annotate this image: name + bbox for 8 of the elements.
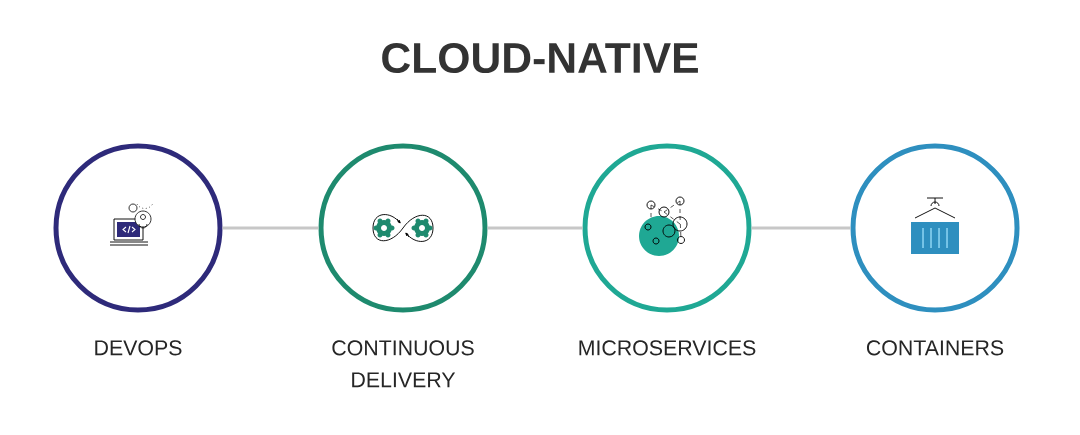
node-label: CONTINUOUS DELIVERY bbox=[332, 340, 474, 388]
connector-line bbox=[487, 226, 583, 230]
connector-line bbox=[751, 226, 851, 230]
node-label: DEVOPS bbox=[95, 340, 182, 356]
connector-line bbox=[222, 226, 319, 230]
title: CLOUD-NATIVE bbox=[382, 42, 698, 74]
node-label: CONTAINERS bbox=[866, 340, 1004, 356]
node-label: MICROSERVICES bbox=[579, 340, 756, 356]
